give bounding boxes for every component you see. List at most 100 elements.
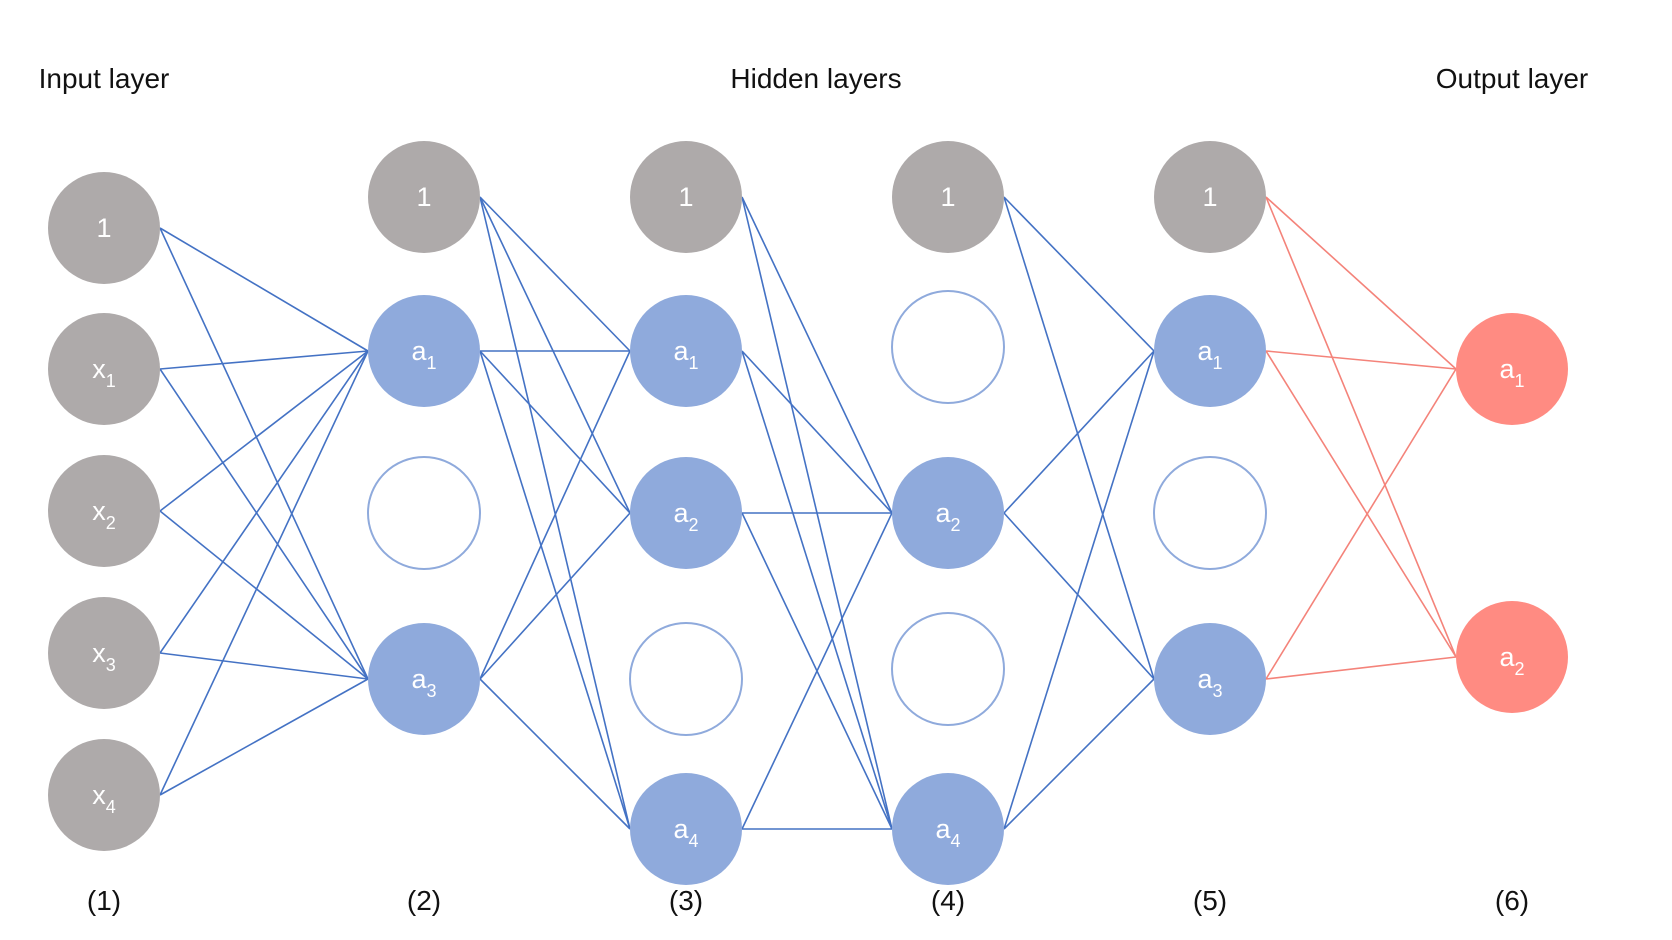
neuron-circle (48, 455, 160, 567)
neuron-label: 1 (1202, 182, 1217, 212)
neuron-output-l6-n1: a2 (1456, 601, 1568, 713)
layer-index-1: (1) (87, 885, 121, 916)
neuron-hidden-l5-n1: a1 (1154, 295, 1266, 407)
neuron-circle (48, 739, 160, 851)
neuron-input-l1-n1: x1 (48, 313, 160, 425)
edge-l1n1-l2n1 (159, 350, 369, 370)
edge-l2n1-l3n4 (479, 350, 631, 830)
layer-index-3: (3) (669, 885, 703, 916)
neuron-hidden-l4-n2: a2 (892, 457, 1004, 569)
neuron-bias-l5-n0: 1 (1154, 141, 1266, 253)
layer-index-2: (2) (407, 885, 441, 916)
neuron-input-l1-n2: x2 (48, 455, 160, 567)
neuron-circle (368, 295, 480, 407)
edge-l1n4-l2n3 (159, 678, 369, 796)
edge-l5n1-l6n0 (1265, 350, 1457, 370)
neuron-circle (48, 313, 160, 425)
edge-l5n0-l6n1 (1265, 196, 1457, 658)
neuron-bias-l1-n0: 1 (48, 172, 160, 284)
neuron-circle (891, 612, 1005, 726)
neuron-hidden-l4-n4: a4 (892, 773, 1004, 885)
edge-l2n3-l3n2 (479, 512, 631, 680)
neuron-hidden-l3-n1: a1 (630, 295, 742, 407)
neuron-circle (367, 456, 481, 570)
edge-l3n0-l4n2 (741, 196, 893, 514)
neuron-circle (368, 623, 480, 735)
edge-l1n3-l2n3 (159, 652, 369, 680)
neuron-circle (892, 141, 1004, 253)
edge-l4n0-l5n1 (1003, 196, 1155, 352)
edge-l1n4-l2n1 (159, 350, 369, 796)
edge-l5n3-l6n0 (1265, 368, 1457, 680)
edge-l4n0-l5n3 (1003, 196, 1155, 680)
neuron-dropped-l4-n1 (891, 290, 1005, 404)
edge-l2n3-l3n1 (479, 350, 631, 680)
edge-l3n1-l4n4 (741, 350, 893, 830)
edge-l2n3-l3n4 (479, 678, 631, 830)
neurons: 1 x1 x2 x3 x4 1 a1 a3 1 a1 a2 a4 1 a2 a4 1 a1 a3 a1 a2 (48, 141, 1568, 885)
neuron-input-l1-n4: x4 (48, 739, 160, 851)
edge-l5n1-l6n1 (1265, 350, 1457, 658)
neuron-bias-l2-n0: 1 (368, 141, 480, 253)
neuron-circle (629, 622, 743, 736)
neuron-circle (1154, 141, 1266, 253)
neuron-input-l1-n3: x3 (48, 597, 160, 709)
layer-index-5: (5) (1193, 885, 1227, 916)
neuron-circle (892, 457, 1004, 569)
layer-index-6: (6) (1495, 885, 1529, 916)
edge-l4n2-l5n1 (1003, 350, 1155, 514)
neuron-bias-l4-n0: 1 (892, 141, 1004, 253)
neuron-circle (630, 773, 742, 885)
neuron-circle (892, 773, 1004, 885)
neuron-hidden-l2-n3: a3 (368, 623, 480, 735)
neuron-hidden-l3-n4: a4 (630, 773, 742, 885)
edge-l3n4-l4n2 (741, 512, 893, 830)
neuron-dropped-l2-n2 (367, 456, 481, 570)
layer-index-4: (4) (931, 885, 965, 916)
neuron-circle (1154, 623, 1266, 735)
edge-l1n0-l2n3 (159, 227, 369, 680)
layer-index-labels: (1) (2) (3) (4) (5) (6) (87, 885, 1529, 916)
neuron-bias-l3-n0: 1 (630, 141, 742, 253)
output-layer-title: Output layer (1436, 63, 1589, 94)
neuron-label: 1 (96, 213, 111, 243)
neuron-circle (1154, 295, 1266, 407)
neuron-circle (1456, 313, 1568, 425)
neuron-circle (1153, 456, 1267, 570)
neuron-circle (48, 172, 160, 284)
hidden-layers-title: Hidden layers (730, 63, 901, 94)
neuron-output-l6-n0: a1 (1456, 313, 1568, 425)
neuron-circle (48, 597, 160, 709)
neuron-circle (630, 295, 742, 407)
edge-l1n2-l2n1 (159, 350, 369, 512)
edge-l1n0-l2n1 (159, 227, 369, 352)
neuron-label: 1 (940, 182, 955, 212)
neuron-hidden-l3-n2: a2 (630, 457, 742, 569)
neuron-dropped-l5-n2 (1153, 456, 1267, 570)
connections (159, 196, 1457, 830)
edge-l5n3-l6n1 (1265, 656, 1457, 680)
edge-l1n3-l2n1 (159, 350, 369, 654)
edge-l5n0-l6n0 (1265, 196, 1457, 370)
edge-l2n0-l3n4 (479, 196, 631, 830)
neuron-label: 1 (416, 182, 431, 212)
neuron-label: 1 (678, 182, 693, 212)
neuron-circle (1456, 601, 1568, 713)
edge-l4n4-l5n1 (1003, 350, 1155, 830)
neuron-circle (891, 290, 1005, 404)
edge-l2n0-l3n1 (479, 196, 631, 352)
neuron-circle (368, 141, 480, 253)
neuron-hidden-l5-n3: a3 (1154, 623, 1266, 735)
edge-l2n1-l3n2 (479, 350, 631, 514)
edge-l1n1-l2n3 (159, 368, 369, 680)
edge-l4n4-l5n3 (1003, 678, 1155, 830)
edge-l2n0-l3n2 (479, 196, 631, 514)
neuron-dropped-l4-n3 (891, 612, 1005, 726)
neuron-dropped-l3-n3 (629, 622, 743, 736)
input-layer-title: Input layer (39, 63, 170, 94)
neuron-circle (630, 141, 742, 253)
neuron-hidden-l2-n1: a1 (368, 295, 480, 407)
edge-l1n2-l2n3 (159, 510, 369, 680)
edge-l4n2-l5n3 (1003, 512, 1155, 680)
